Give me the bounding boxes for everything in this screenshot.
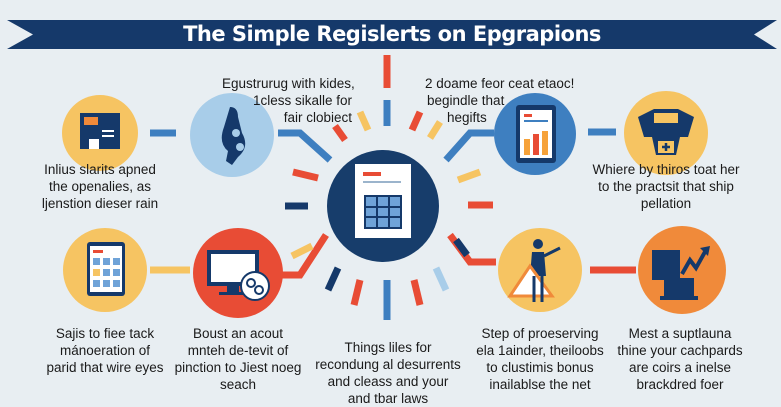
- title-banner: The Simple Regislerts on Epgrapions: [7, 20, 777, 49]
- arrow-connector: [447, 232, 496, 266]
- text-top-left: Inlius slarits apned the openalies, as l…: [20, 161, 180, 212]
- text-line: Step of proeserving: [481, 326, 599, 341]
- text-bottom-mid-left: Boust an acout mnteh de-tevit of pinctio…: [158, 325, 318, 393]
- text-center: Things liles for recondung al desurrents…: [308, 339, 468, 407]
- tablet-bar-chart-icon: [516, 105, 556, 163]
- text-line: and tbar laws: [347, 391, 429, 406]
- text-line: to the practsit that ship: [598, 179, 734, 194]
- text-line: Mest a suptlauna: [628, 326, 732, 341]
- node-person: [190, 93, 274, 177]
- ray: [356, 110, 372, 132]
- text-line: ela 1ainder, theiloobs: [476, 343, 604, 358]
- ray: [290, 242, 314, 260]
- ray: [408, 110, 424, 132]
- text-line: recondung al desurrents: [315, 357, 461, 372]
- text-bottom-left: Sajis to fiee tack mánoeration of parid …: [25, 325, 185, 376]
- arrow-connector: [443, 129, 494, 163]
- text-line: the openalies, as: [48, 179, 152, 194]
- person-silhouette-icon: [221, 107, 246, 165]
- ray: [410, 279, 424, 306]
- arrow-connector: [278, 129, 333, 163]
- page-title: The Simple Regislerts on Epgrapions: [183, 22, 601, 46]
- text-line: Egustrurug with kides,: [222, 76, 355, 91]
- ray: [324, 266, 342, 292]
- text-top-right: Whiere by thiros toat her to the practsi…: [586, 161, 746, 212]
- node-tablet: [494, 93, 576, 175]
- ray: [432, 266, 450, 292]
- text-line: pellation: [640, 196, 692, 211]
- text-line: Inlius slarits apned: [44, 162, 156, 177]
- document-grid-icon: [355, 164, 411, 238]
- ray: [456, 168, 482, 184]
- text-line: 2 doame feor ceat etaoc!: [425, 76, 575, 91]
- text-line: Sajis to fiee tack: [55, 326, 155, 341]
- ray: [332, 123, 348, 143]
- text-line: fair clobiect: [283, 110, 352, 125]
- banner-ribbon: [7, 20, 777, 49]
- text-line: hegifts: [447, 110, 487, 125]
- text-line: Whiere by thiros toat her: [592, 162, 740, 177]
- text-line: mnteh de-tevit of: [187, 343, 289, 358]
- node-monitor: [193, 228, 283, 318]
- text-top-mid-right: 2 doame feor ceat etaoc! begindle that h…: [425, 75, 575, 126]
- text-line: parid that wire eyes: [46, 360, 164, 375]
- text-line: inailablse the net: [489, 377, 591, 392]
- text-line: and cleass and your: [327, 374, 449, 389]
- node-presentation: [62, 95, 138, 171]
- arrow-connector: [282, 233, 329, 279]
- ray: [453, 237, 470, 258]
- person-pyramid-icon: [507, 239, 561, 302]
- ray: [427, 120, 443, 140]
- computer-growth-icon: [652, 246, 710, 300]
- node-calendar: [63, 228, 147, 312]
- text-line: brackdred foer: [636, 377, 724, 392]
- text-line: mánoeration of: [59, 343, 151, 358]
- text-line: Things liles for: [344, 340, 432, 355]
- text-line: are coirs a inelse: [628, 360, 732, 375]
- text-line: pinction to Jiest noeg: [174, 360, 302, 375]
- node-person-pyramid: [498, 228, 582, 312]
- node-medical-kit: [624, 91, 708, 175]
- calendar-tablet-icon: [87, 242, 125, 296]
- presentation-board-icon: [80, 113, 120, 149]
- node-central-document: [327, 150, 439, 262]
- text-line: thine your cachpards: [617, 343, 743, 358]
- text-line: begindle that: [427, 93, 505, 108]
- text-line: to clustimis bonus: [486, 360, 594, 375]
- text-top-mid-left: Egustrurug with kides, 1cless sikalle fo…: [222, 75, 355, 126]
- node-computer-growth: [638, 226, 726, 314]
- text-bottom-right: Mest a suptlauna thine your cachpards ar…: [600, 325, 760, 393]
- ray: [350, 279, 364, 306]
- text-bottom-mid-right: Step of proeserving ela 1ainder, theiloo…: [460, 325, 620, 393]
- text-line: ljenstion dieser rain: [41, 196, 159, 211]
- ray: [292, 168, 319, 182]
- monitor-gears-icon: [207, 250, 270, 301]
- medical-kit-icon: [638, 109, 694, 155]
- text-line: seach: [219, 377, 257, 392]
- text-line: Boust an acout: [192, 326, 284, 341]
- text-line: 1cless sikalle for: [252, 93, 352, 108]
